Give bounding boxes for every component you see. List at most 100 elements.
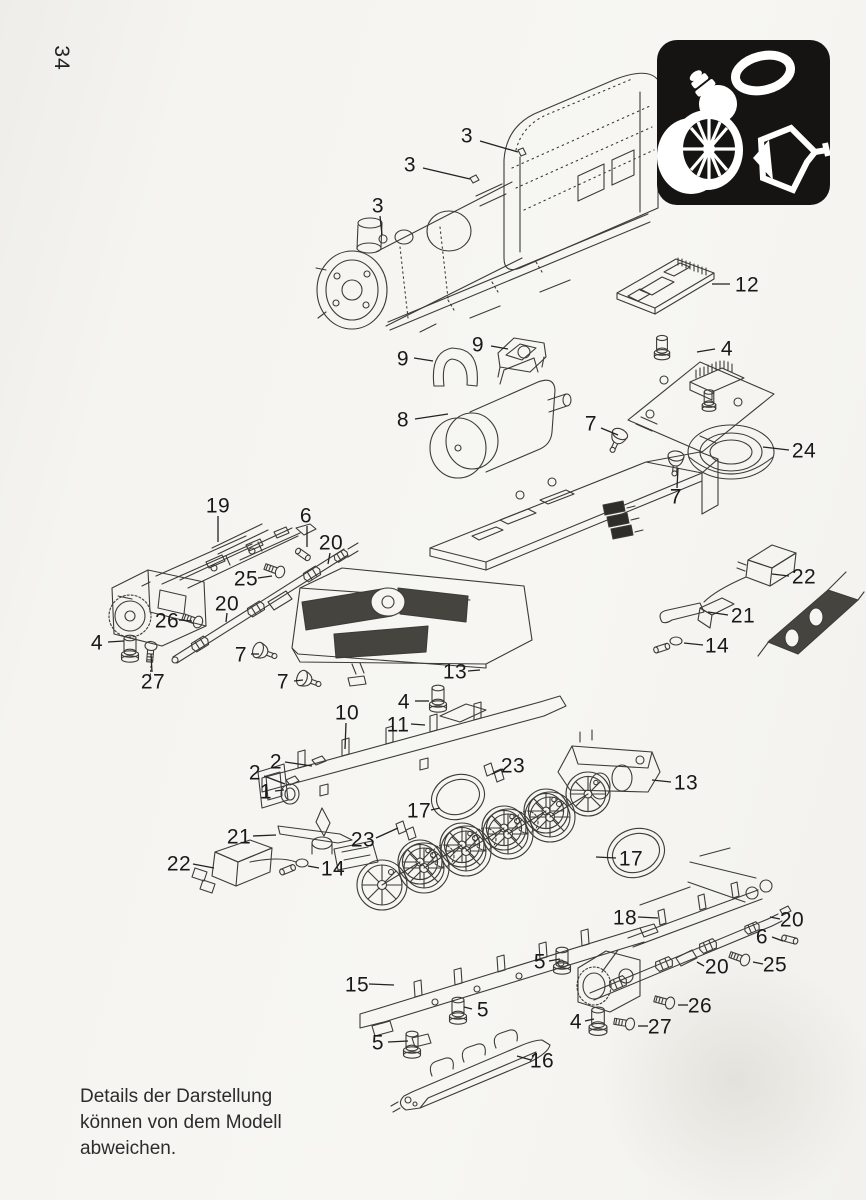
part-callout-4: 4	[90, 631, 104, 655]
part-callout-26: 26	[687, 994, 713, 1018]
part-callout-16: 16	[529, 1049, 555, 1073]
part-callout-15: 15	[344, 973, 370, 997]
part-callout-14: 14	[704, 634, 730, 658]
leader-line	[410, 723, 426, 726]
leader-line	[490, 345, 509, 350]
part-callout-11: 11	[386, 713, 410, 737]
part-callout-14: 14	[320, 857, 346, 881]
leader-line	[676, 467, 679, 489]
part-callout-10: 10	[334, 701, 360, 725]
part-callout-7: 7	[276, 670, 290, 694]
part-callout-3: 3	[403, 153, 417, 177]
leader-line	[150, 653, 153, 673]
part-callout-4: 4	[569, 1010, 583, 1034]
part-callout-27: 27	[140, 670, 166, 694]
gearbox-front-drawing	[109, 570, 206, 646]
part-callout-5: 5	[533, 950, 547, 974]
part-callout-6: 6	[755, 925, 769, 949]
leader-line	[307, 865, 320, 869]
leader-line	[479, 140, 519, 153]
leader-line	[771, 573, 790, 577]
part-callout-21: 21	[730, 604, 756, 628]
locomotive-body-drawing	[316, 73, 666, 332]
leader-line	[491, 768, 504, 775]
part-callout-24: 24	[791, 439, 817, 463]
wheelsets-drawing	[356, 771, 611, 911]
leader-line	[293, 679, 304, 682]
part-callout-21: 21	[226, 825, 252, 849]
traction-tire-drawing	[425, 767, 671, 885]
leader-line	[379, 215, 383, 236]
drive-shaft-front-drawing	[172, 543, 358, 663]
leader-line	[414, 413, 449, 420]
part-callout-20: 20	[318, 531, 344, 555]
leader-line	[252, 834, 277, 837]
part-callout-2: 2	[269, 750, 283, 774]
coupler-icon	[753, 124, 830, 194]
part-callout-20: 20	[214, 592, 240, 616]
wear-parts-icon	[657, 40, 830, 205]
leader-line	[651, 779, 672, 783]
part-callout-25: 25	[762, 953, 788, 977]
tender-chassis-drawing	[430, 425, 718, 570]
part-callout-5: 5	[371, 1031, 385, 1055]
leader-line	[548, 958, 561, 962]
bottom-cover-drawing	[391, 1030, 550, 1112]
part-callout-12: 12	[734, 273, 760, 297]
part-callout-5: 5	[476, 998, 490, 1022]
part-callout-4: 4	[720, 337, 734, 361]
part-callout-7: 7	[669, 485, 683, 509]
leader-line	[683, 642, 704, 646]
part-callout-8: 8	[396, 408, 410, 432]
part-callout-3: 3	[371, 194, 385, 218]
plug-right-drawing	[652, 545, 796, 655]
fasteners-left-drawing	[120, 560, 325, 693]
part-callout-23: 23	[500, 754, 526, 778]
rear-bogie-drawing	[558, 730, 660, 799]
leader-line	[327, 552, 331, 565]
leader-line	[707, 611, 729, 616]
part-callout-18: 18	[612, 906, 638, 930]
part-callout-4: 4	[397, 690, 411, 714]
leader-line	[274, 789, 285, 792]
leader-line	[696, 348, 716, 353]
leader-line	[516, 1055, 532, 1061]
part-callout-17: 17	[406, 799, 432, 823]
chassis-weight-drawing	[292, 568, 532, 686]
leader-line	[463, 1006, 473, 1010]
part-callout-20: 20	[704, 955, 730, 979]
part-callout-23: 23	[350, 828, 376, 852]
leader-line	[769, 916, 781, 920]
leader-line	[467, 669, 481, 672]
leader-line	[752, 961, 764, 965]
leader-line	[595, 856, 617, 859]
leader-line	[368, 983, 395, 986]
part-callout-19: 19	[205, 494, 231, 518]
valve-gear-drawing	[142, 524, 316, 588]
part-callout-9: 9	[471, 333, 485, 357]
leader-line	[284, 761, 313, 767]
part-callout-7: 7	[234, 643, 248, 667]
leader-line	[192, 863, 215, 869]
drive-shaft-rear-drawing	[590, 906, 791, 1000]
disclaimer-line: abweichen.	[80, 1138, 177, 1159]
decoder-board-drawing	[617, 258, 714, 314]
part-callout-6: 6	[299, 504, 313, 528]
leader-line	[344, 722, 347, 750]
frame-plate-drawing	[360, 924, 658, 1047]
spoked-wheel-icon	[657, 110, 743, 194]
part-callout-27: 27	[647, 1015, 673, 1039]
leader-line	[696, 961, 705, 967]
part-callout-22: 22	[791, 565, 817, 589]
leader-line	[422, 167, 471, 180]
leader-line	[257, 575, 273, 579]
leader-line	[584, 1018, 595, 1022]
leader-line	[600, 427, 619, 436]
part-callout-1: 1	[259, 780, 273, 804]
part-callout-9: 9	[396, 347, 410, 371]
part-callout-20: 20	[779, 908, 805, 932]
leader-line	[225, 612, 228, 623]
leader-line	[387, 1040, 409, 1043]
